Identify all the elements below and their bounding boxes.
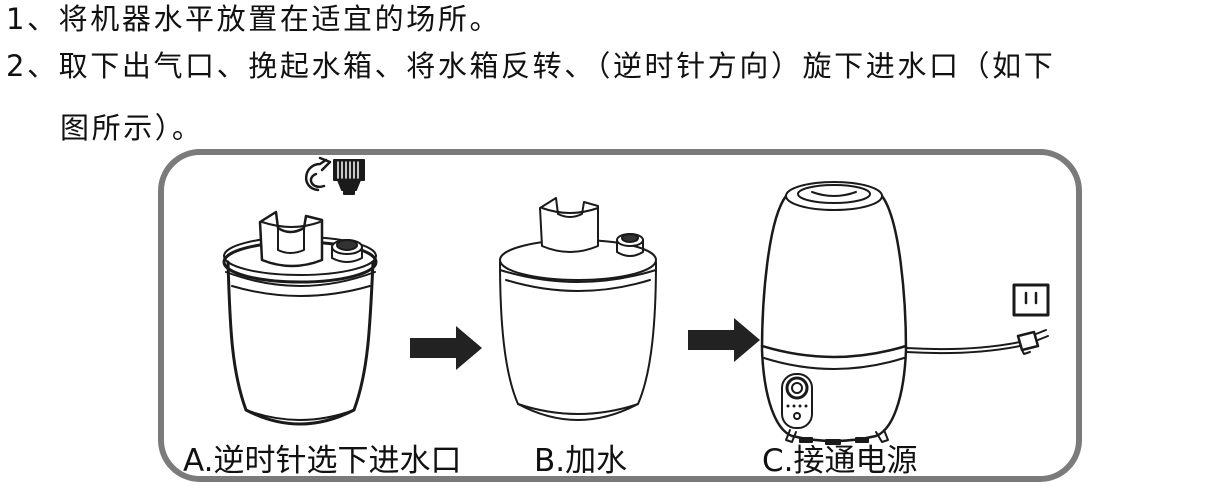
water-inlet-cap-icon	[333, 159, 365, 195]
caption-add-water: B.加水	[534, 443, 628, 479]
wall-socket-icon	[1012, 283, 1050, 317]
instruction-step-2-continued: 图所示）。	[60, 111, 204, 145]
caption-connect-power: C.接通电源	[762, 443, 918, 479]
arrow-right-icon	[410, 326, 482, 370]
illustration-frame	[158, 149, 1082, 482]
humidifier-icon	[760, 181, 1021, 445]
instruction-step-1: 1、将机器水平放置在适宜的场所。	[6, 2, 502, 36]
instruction-step-2: 2、取下出气口、挽起水箱、将水箱反转、（逆时针方向）旋下进水口（如下	[6, 49, 1056, 83]
caption-remove-inlet: A.逆时针选下进水口	[183, 443, 462, 479]
water-tank-inverted-icon	[222, 210, 378, 426]
counterclockwise-rotate-icon	[305, 156, 332, 192]
power-plug-icon	[1016, 329, 1049, 355]
arrow-right-icon	[688, 318, 760, 362]
water-tank-upright-icon	[499, 197, 657, 421]
